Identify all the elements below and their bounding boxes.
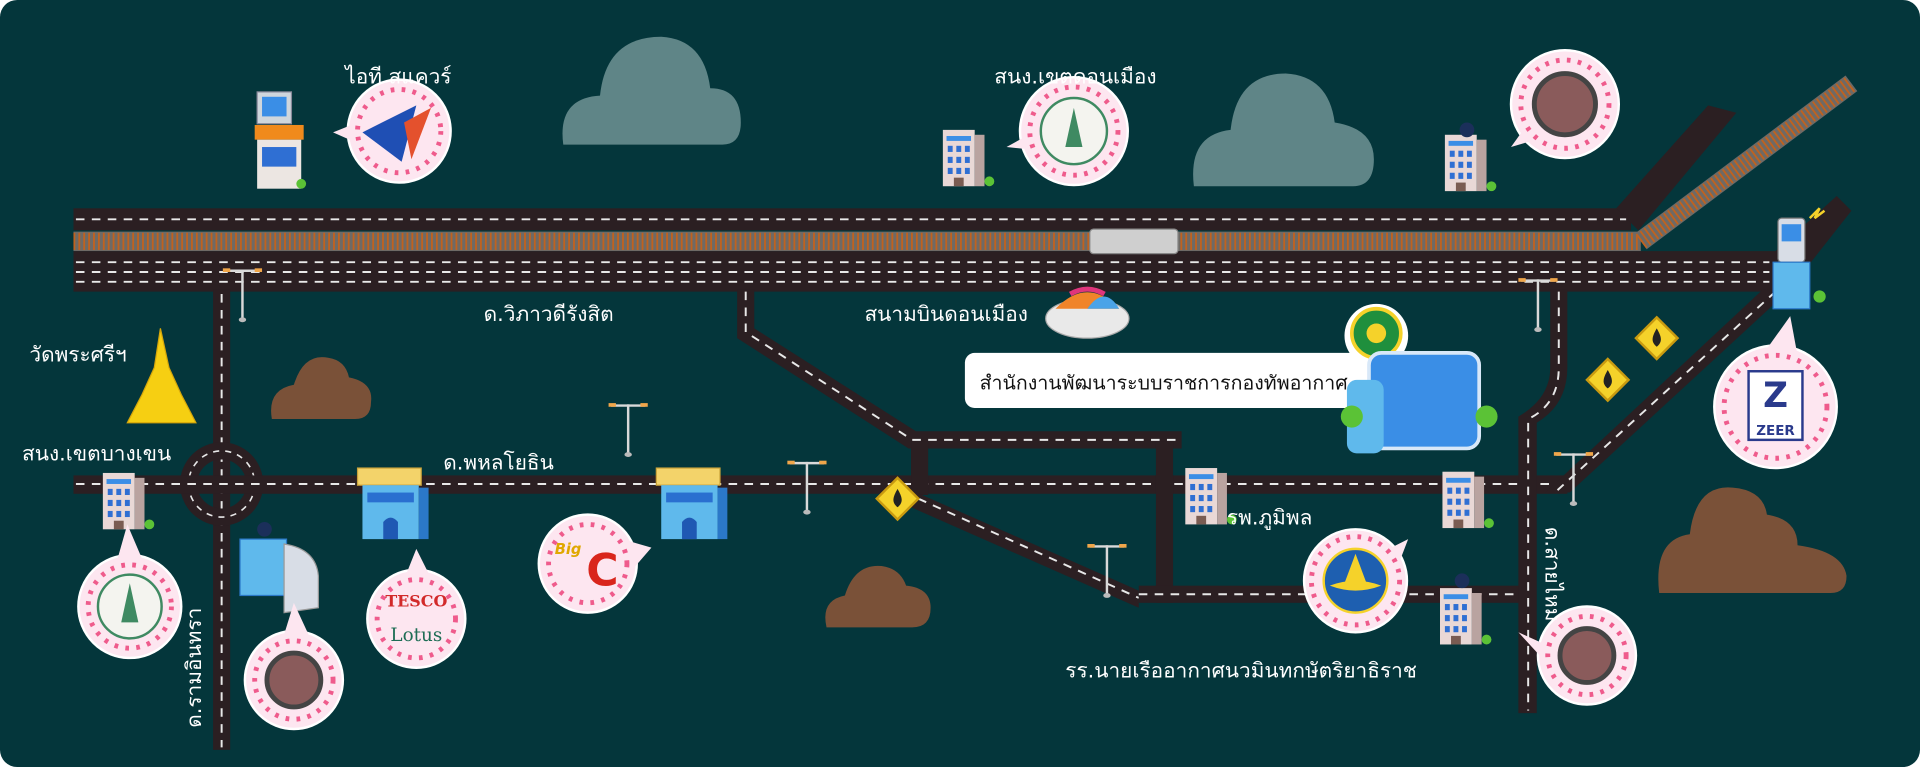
- cloud-brown: [271, 357, 372, 420]
- label-navaminda-academy: รร.นายเรืออากาศนวมินทกษัตริยาธิราช: [1065, 659, 1417, 683]
- label-vibhavadi-road: ด.วิภาวดีรังสิต: [484, 302, 614, 326]
- police-seal-icon: [264, 650, 324, 710]
- label-sai-mai-road: ด.สายไหม: [1540, 527, 1564, 622]
- cloud-brown: [825, 565, 931, 628]
- temple-pagoda-icon: [126, 328, 197, 424]
- cloud-gray: [1193, 73, 1374, 187]
- skytrain-station: [1089, 228, 1179, 255]
- cloud-brown: [1658, 487, 1847, 594]
- big-c-bubble[interactable]: C Big: [537, 513, 652, 614]
- zeer-logo-letter: Z: [1763, 376, 1788, 416]
- don-mueang-district-bubble[interactable]: [1006, 75, 1129, 187]
- police-bubble[interactable]: [1518, 605, 1638, 706]
- convenience-store-icon: [356, 467, 430, 540]
- big-c-logo-small: Big: [555, 541, 582, 558]
- police-seal-icon: [1557, 626, 1617, 685]
- tesco-lotus-bubble[interactable]: TESCO Lotus: [366, 548, 467, 669]
- lotus-logo-text: Lotus: [390, 625, 442, 646]
- police-station-building-icon: [239, 538, 288, 597]
- convenience-store-icon: [655, 467, 728, 540]
- label-rtaf-office: สำนักงานพัฒนาระบบราชการกองทัพอากาศ: [980, 372, 1349, 395]
- police-officer-icon: [257, 521, 272, 537]
- label-phahonyothin-road: ด.พหลโยธิน: [443, 450, 554, 474]
- cloud-gray: [562, 36, 741, 145]
- police-seal-icon: [1531, 71, 1598, 138]
- office-tower-icon: [1367, 351, 1482, 451]
- label-bang-khen-district-office: สนง.เขตบางเขน: [22, 442, 171, 466]
- tesco-logo-text: TESCO: [385, 591, 447, 610]
- rtaf-office-marker[interactable]: สำนักงานพัฒนาระบบราชการกองทัพอากาศ: [964, 303, 1498, 454]
- it-square-logo: [362, 105, 417, 162]
- label-wat-phra-si: วัดพระศรีฯ: [29, 342, 126, 366]
- police-officer-icon: [1454, 573, 1470, 589]
- label-ram-inthra-road: ด.รามอินทรา: [182, 608, 206, 728]
- bang-khen-district-bubble[interactable]: [77, 524, 183, 660]
- police-officer-icon: [1459, 122, 1475, 138]
- label-don-mueang-airport: สนามบินดอนเมือง: [864, 302, 1027, 326]
- police-bubble[interactable]: [243, 602, 345, 731]
- navaminda-academy-bubble[interactable]: [1302, 528, 1409, 634]
- zeer-logo-name: ZEER: [1756, 423, 1795, 439]
- big-c-logo-letter: C: [586, 546, 618, 597]
- label-don-mueang-district-office: สนง.เขตดอนเมือง: [994, 64, 1156, 88]
- zeer-bubble[interactable]: Z ZEER: [1713, 316, 1838, 470]
- label-it-square: ไอที สแควร์: [343, 64, 451, 88]
- label-bhumibol-hospital: รพ.ภูมิพล: [1227, 505, 1312, 530]
- police-bubble[interactable]: [1509, 49, 1620, 160]
- road-network: [73, 75, 1858, 750]
- it-square-marker[interactable]: [254, 78, 452, 189]
- don-mueang-airport-icon[interactable]: [1045, 286, 1130, 339]
